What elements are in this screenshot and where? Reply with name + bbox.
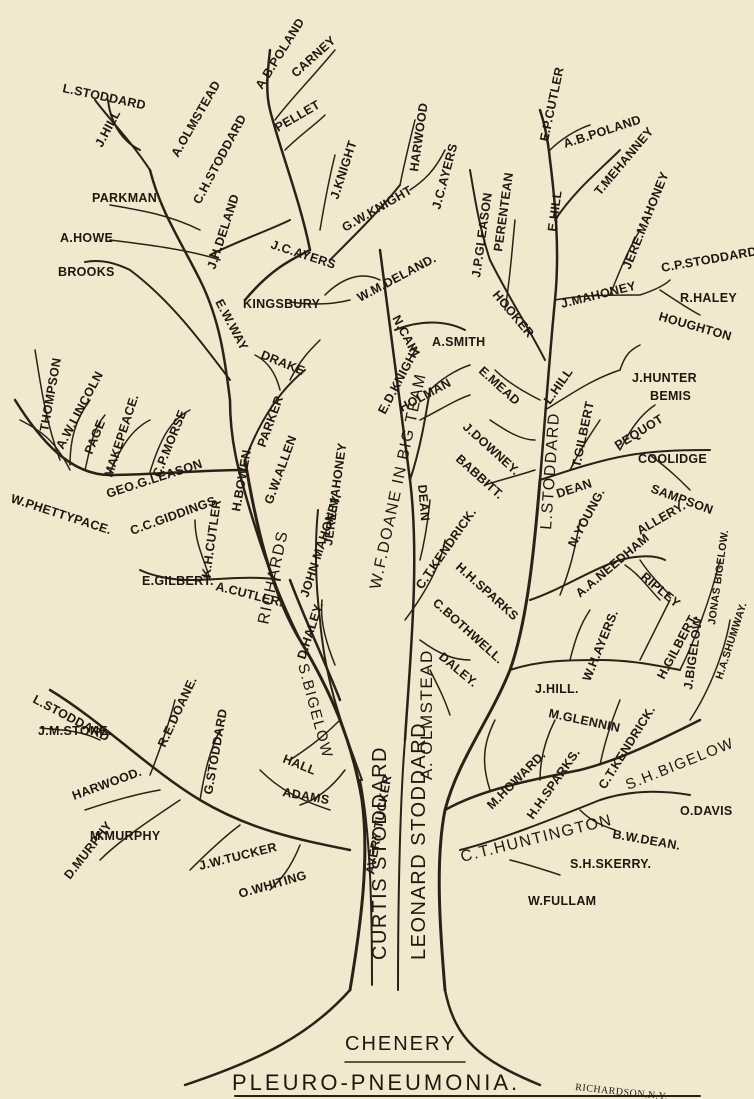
name-labels: L.STODDARD J.HILL A.OLMSTEAD C.H.STODDAR… — [9, 16, 754, 960]
label-o-davis: O.DAVIS — [680, 804, 733, 818]
label-l-hill: L.HILL — [541, 365, 576, 406]
label-ab-poland-top: A.B.POLAND — [253, 16, 308, 92]
label-wm-deland: W.M.DELAND. — [355, 251, 439, 304]
label-a-howe: A.HOWE — [60, 231, 113, 245]
label-a-olmstead-top: A.OLMSTEAD — [168, 78, 223, 159]
label-cp-stoddard: C.P.STODDARD — [660, 244, 754, 275]
label-jc-ayers-top: J.C.AYERS — [429, 142, 460, 211]
label-harwood-low: HARWOOD. — [70, 765, 143, 803]
label-hooker: HOOKER — [490, 288, 537, 340]
label-houghton: HOUGHTON — [657, 309, 733, 343]
label-coolidge: COOLIDGE — [638, 452, 707, 466]
diagram-title: PLEURO-PNEUMONIA. — [232, 1070, 520, 1095]
label-j-hill-right: J.HILL. — [535, 682, 579, 696]
label-brooks: BROOKS — [58, 265, 115, 279]
label-makepeace: MAKEPEACE. — [102, 392, 142, 478]
label-jw-tucker: J.W.TUCKER — [197, 840, 278, 873]
label-jm-stone: J.M.STONE. — [38, 724, 112, 738]
label-parker: PARKER — [255, 394, 287, 449]
label-gw-knight: G.W.KNIGHT — [340, 183, 415, 235]
label-daley: DALEY. — [436, 650, 480, 690]
label-bemis: BEMIS — [650, 389, 691, 403]
label-dean-right: DEAN — [555, 476, 594, 501]
label-ripley: RIPLEY — [638, 570, 683, 611]
label-wh-ayers: W.H.AYERS. — [580, 608, 621, 683]
label-j-knight: J.KNIGHT — [328, 139, 360, 201]
label-kingsbury: KINGSBURY — [243, 297, 321, 311]
label-dean-mid: DEAN — [415, 484, 432, 522]
label-john-mahoney: JOHN MAHONEY. — [298, 492, 345, 599]
label-l-stoddard-top: L.STODDARD — [61, 81, 147, 112]
label-pequot: PEQUOT — [612, 412, 666, 453]
label-jp-gleason: J.P.GLEASON — [469, 192, 495, 279]
label-jere-mahoney-right: JERE.MAHONEY — [620, 169, 672, 271]
label-e-gilbert: E.GILBERT. — [142, 574, 214, 588]
label-sh-bigelow: S.H.BIGELOW — [623, 735, 737, 794]
label-sh-skerry: S.H.SKERRY. — [570, 857, 651, 871]
label-h-bowen: H.BOWEN. — [229, 445, 254, 513]
label-parkman: PARKMAN — [92, 191, 157, 205]
label-thompson: THOMPSON — [37, 357, 64, 433]
label-d-murphy: D.MURPHY — [61, 819, 115, 882]
label-adams: ADAMS — [281, 785, 330, 807]
label-bw-dean: B.W.DEAN. — [611, 827, 681, 853]
label-allery: ALLERY. — [635, 499, 689, 538]
root-label: CHENERY — [345, 1033, 456, 1055]
label-ep-cutler: E.P.CUTLER — [537, 66, 566, 143]
label-e-hill: E.HILL — [545, 189, 565, 232]
label-o-whiting: O.WHITING — [237, 868, 308, 901]
label-j-hunter: J.HUNTER — [632, 371, 697, 385]
label-jh-deland: J.H.DELAND — [205, 192, 242, 271]
label-a-olmstead-trunk: A. OLMSTEAD — [417, 649, 436, 780]
label-a-needham: A.A.NEEDHAM — [573, 531, 652, 601]
label-a-smith: A.SMITH — [432, 335, 486, 349]
label-m-glennin: M.GLENNIN — [547, 706, 621, 735]
label-l-stoddard-right: L.STODDARD — [538, 412, 563, 531]
label-r-haley: R.HALEY — [680, 291, 737, 305]
label-t-gilbert: T.GILBERT — [569, 400, 597, 469]
label-hall: HALL — [281, 752, 318, 778]
label-hh-sparks-mid: H.H.SPARKS — [453, 560, 521, 623]
label-page: PAGE — [82, 418, 108, 456]
label-re-doane: R.E.DOANE. — [155, 675, 200, 750]
label-drake: DRAKE — [259, 348, 307, 378]
label-pellet: PELLET — [273, 98, 323, 135]
label-jonas-bigelow: JONAS BIGELOW. — [706, 529, 731, 626]
label-w-fullam: W.FULLAM — [528, 894, 596, 908]
label-w-phettypace: W.PHETTYPACE. — [9, 492, 113, 538]
label-j-mahoney: J.MAHONEY — [559, 279, 637, 311]
label-g-stoddard: G.STODDARD — [201, 708, 230, 796]
